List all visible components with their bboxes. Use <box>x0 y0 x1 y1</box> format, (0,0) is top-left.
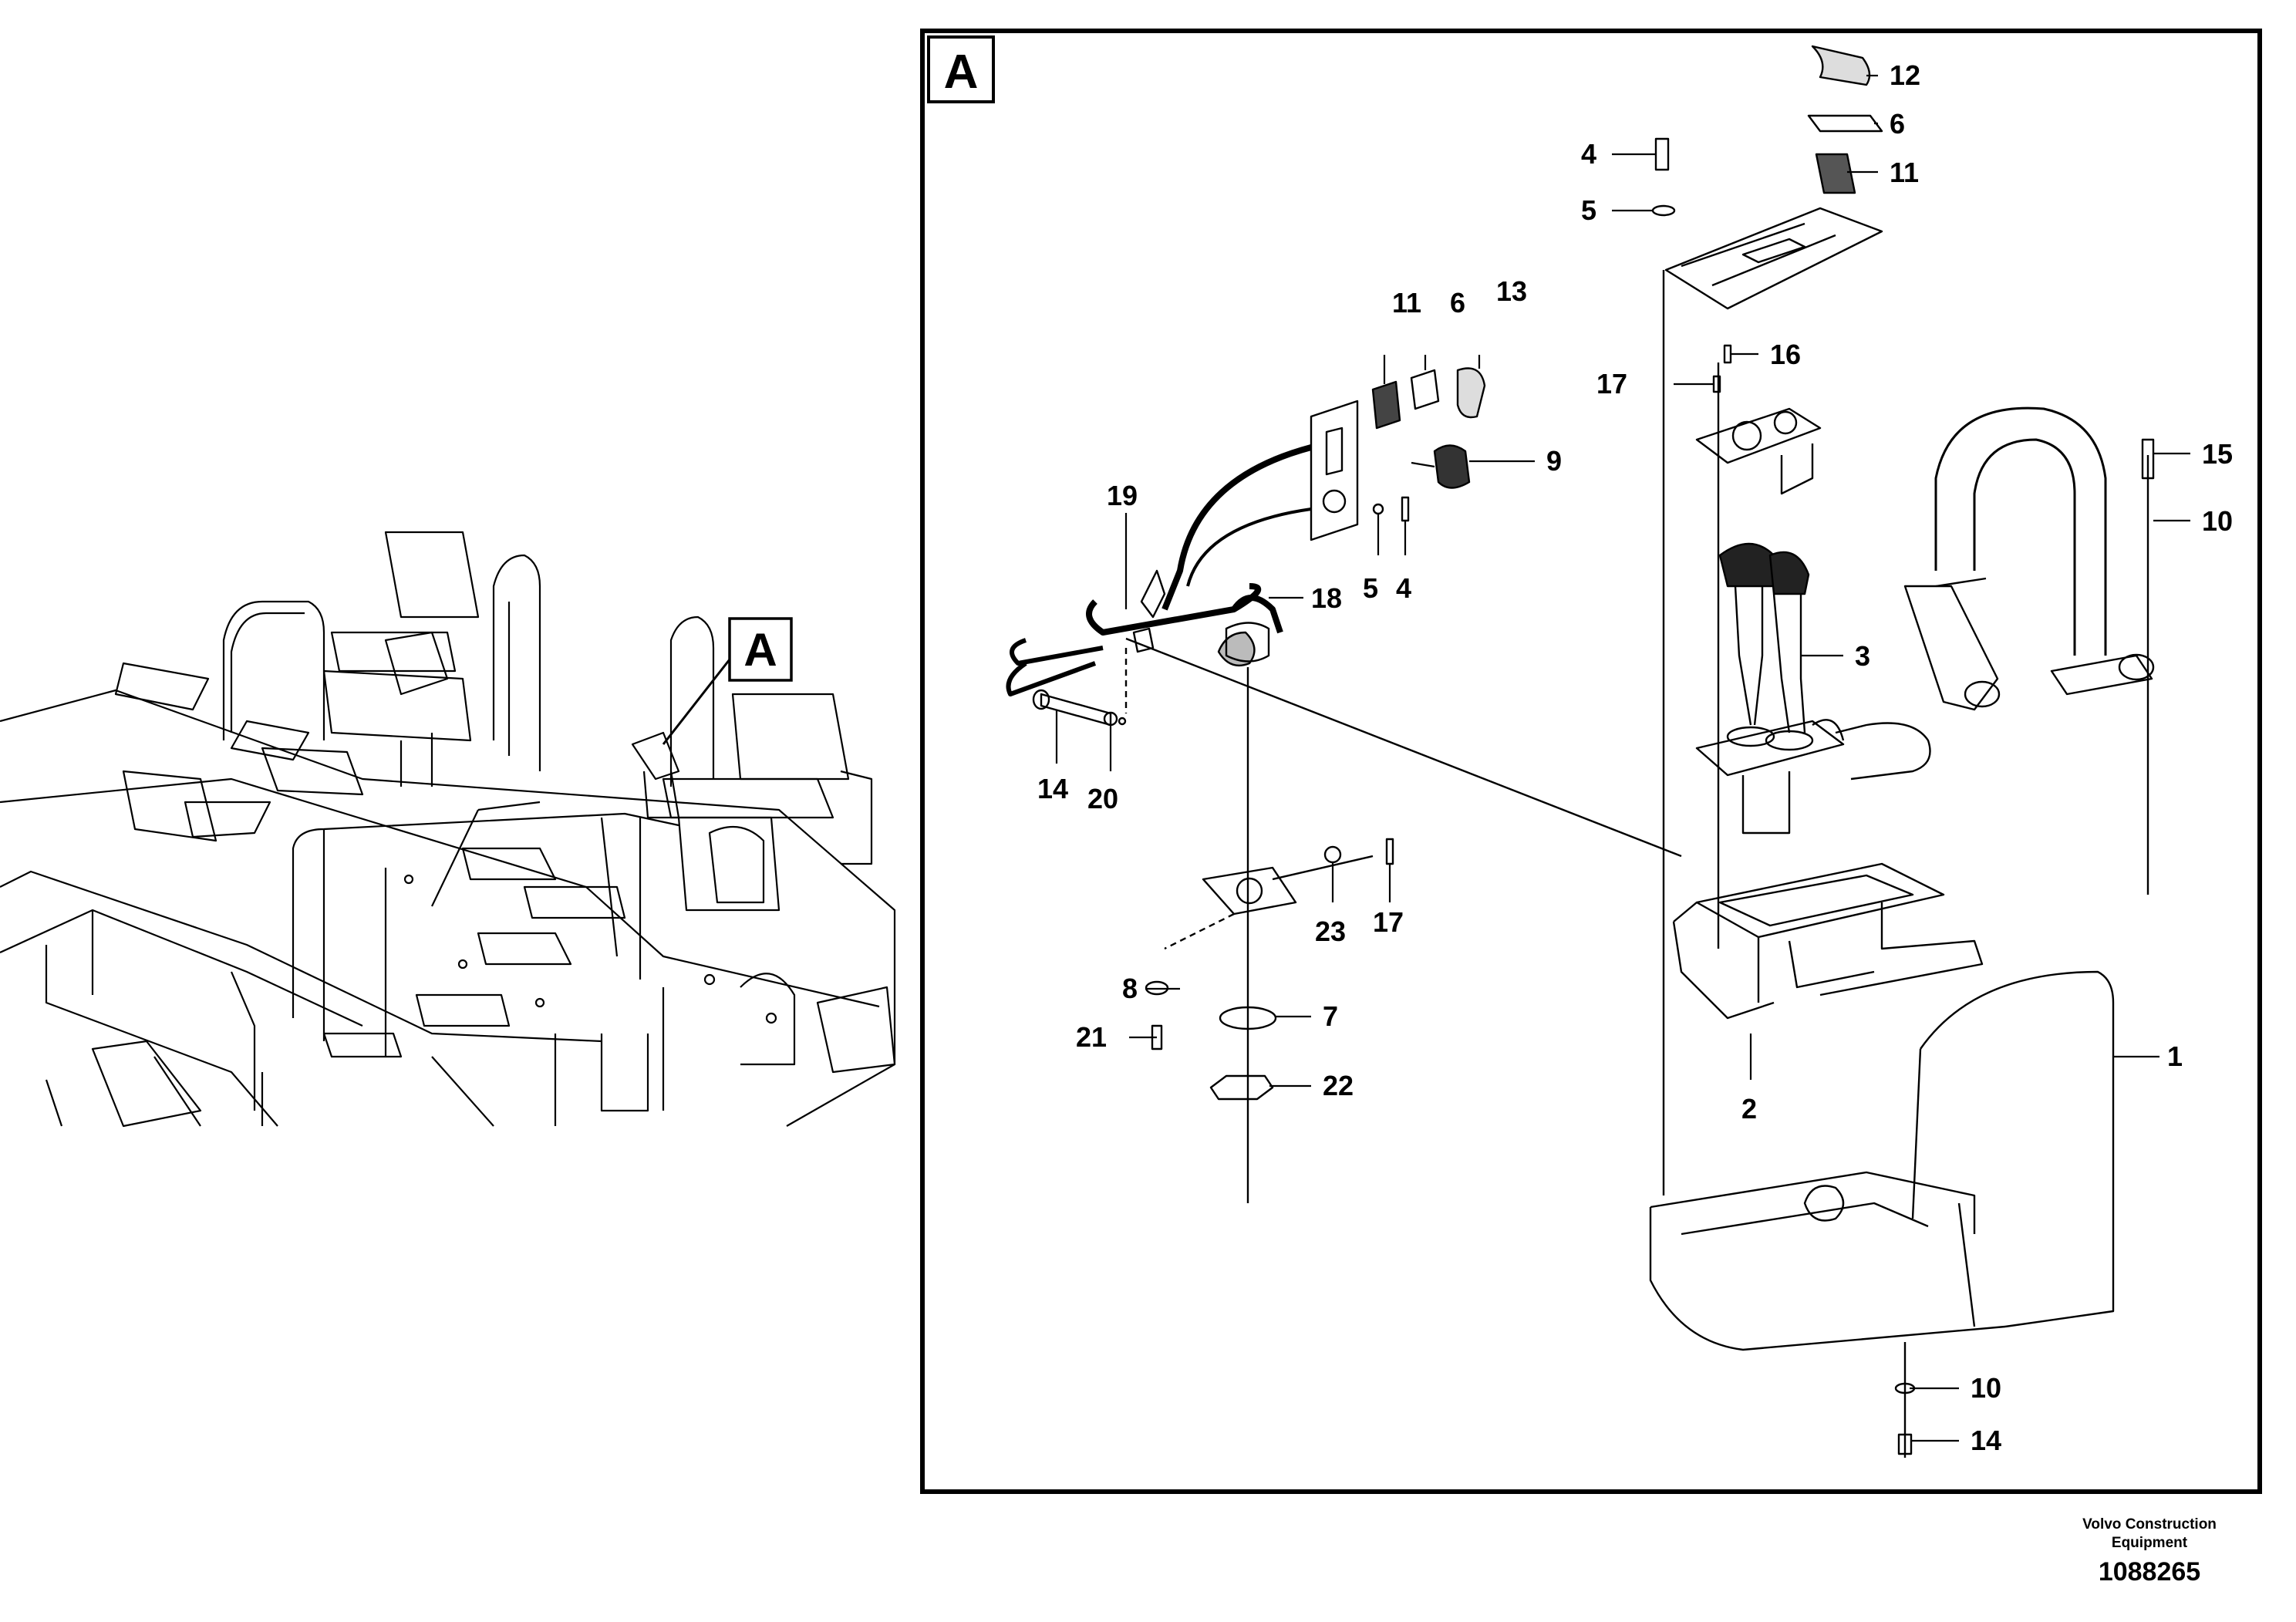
callout-2: 2 <box>1741 1093 1757 1125</box>
callout-23: 23 <box>1315 916 1346 947</box>
callout-5-top: 5 <box>1581 194 1596 226</box>
callout-9: 9 <box>1546 445 1562 477</box>
callout-15: 15 <box>2202 438 2233 470</box>
callout-6-top: 6 <box>1890 108 1905 140</box>
callout-20: 20 <box>1087 783 1118 814</box>
callout-22: 22 <box>1323 1070 1354 1101</box>
detail-frame <box>920 29 2262 1494</box>
callout-21: 21 <box>1076 1021 1107 1053</box>
callout-6-panel: 6 <box>1450 287 1465 319</box>
machine-overview-illustration <box>0 531 896 1128</box>
callout-16: 16 <box>1770 339 1801 370</box>
callout-10-bottom: 10 <box>1971 1372 2001 1404</box>
callout-1: 1 <box>2167 1040 2183 1072</box>
callout-11-top: 11 <box>1890 157 1919 188</box>
callout-14-left: 14 <box>1037 773 1068 804</box>
callout-14-bottom: 14 <box>1971 1425 2001 1456</box>
callout-17-mid: 17 <box>1373 906 1404 938</box>
callout-3: 3 <box>1855 640 1870 672</box>
callout-12: 12 <box>1890 59 1920 91</box>
detail-parts-illustration <box>1006 45 2155 1458</box>
detail-marker-callout: A <box>662 617 793 745</box>
brand-line-2: Equipment <box>2111 1535 2188 1551</box>
detail-frame-tag-label: A <box>944 46 979 99</box>
footer-credit: Volvo Construction Equipment 1088265 <box>2057 1516 2242 1587</box>
detail-marker-label: A <box>743 624 777 676</box>
callout-19: 19 <box>1107 480 1138 511</box>
document-number: 1088265 <box>2098 1557 2201 1587</box>
callout-18: 18 <box>1311 582 1342 614</box>
leader-lines <box>1055 74 2190 1442</box>
callout-13: 13 <box>1496 275 1527 307</box>
callout-4-panel: 4 <box>1396 572 1411 604</box>
callout-10-top: 10 <box>2202 505 2233 537</box>
callout-4-top: 4 <box>1581 138 1596 170</box>
callout-labels: 12 6 11 4 5 13 11 6 9 16 17 15 10 19 18 … <box>1037 59 2233 1456</box>
callout-11-panel: 11 <box>1392 287 1421 319</box>
callout-5-panel: 5 <box>1363 572 1378 604</box>
callout-7: 7 <box>1323 1000 1338 1032</box>
brand-line-1: Volvo Construction <box>2082 1516 2217 1533</box>
detail-frame-tag: A <box>927 35 995 103</box>
callout-17-top: 17 <box>1596 368 1627 400</box>
callout-8: 8 <box>1122 973 1138 1004</box>
